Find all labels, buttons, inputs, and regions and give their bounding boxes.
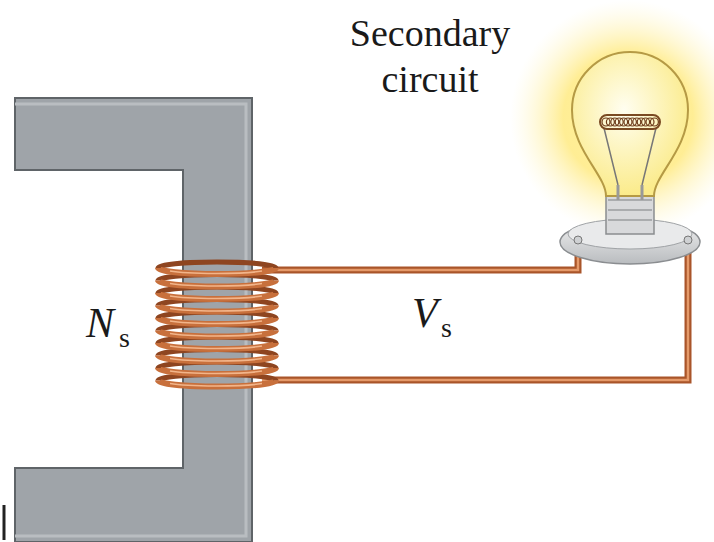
label-text: N [86, 300, 114, 346]
voltage-symbol: V [412, 292, 438, 334]
light-bulb [560, 52, 700, 264]
turns-symbol: N [86, 302, 114, 344]
edge-mark [3, 505, 6, 540]
voltage-subscript: s [441, 314, 452, 342]
bulb-glow [510, 0, 714, 236]
circuit-title: Secondary circuit [320, 10, 540, 102]
core-highlight [15, 104, 246, 536]
turns-subscript: s [119, 324, 130, 352]
iron-core [15, 98, 252, 542]
label-text: s [441, 312, 452, 343]
secondary-coil [158, 262, 276, 387]
label-text: V [412, 290, 438, 336]
label-text: s [119, 322, 130, 353]
label-text: Secondary circuit [350, 12, 510, 100]
